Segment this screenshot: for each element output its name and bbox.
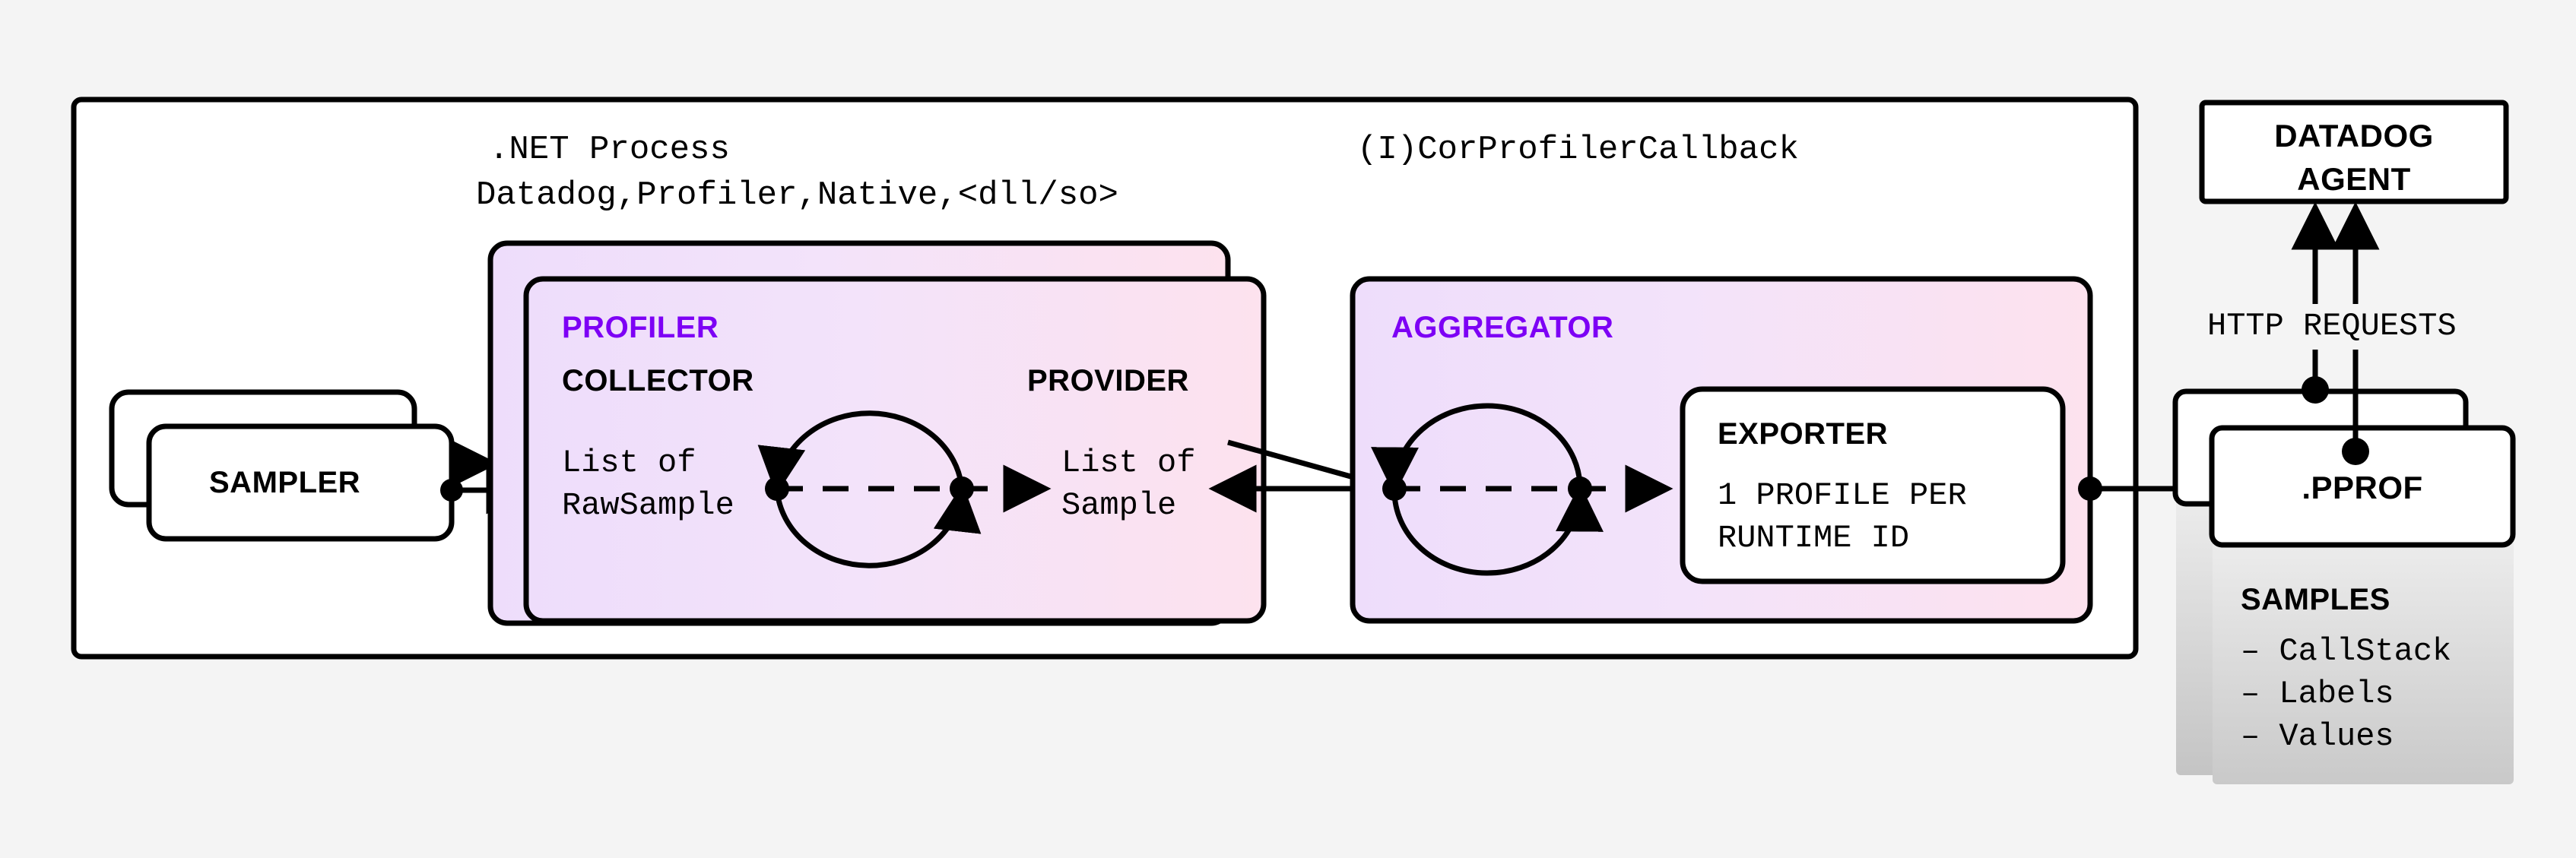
aggregator-title: AGGREGATOR [1391,311,1614,344]
profiler-loop-top-arc [757,410,965,495]
aggregator-in-node-dot [1382,476,1407,501]
collector-node-dot [765,476,789,501]
profiler-title: PROFILER [562,311,719,344]
provider-payload-line1: List of [1061,445,1196,481]
exporter-box[interactable] [1680,386,2066,584]
pprof-box-front [2209,425,2516,548]
samples-item-labels: – Labels [2241,676,2394,712]
sampler-label: SAMPLER [209,466,361,499]
http-request-arrows [2203,201,2523,465]
aggregator-flow [1371,403,1673,576]
pprof-stack[interactable] [2172,388,2516,548]
collector-heading: COLLECTOR [562,364,754,397]
agent-label-line1: DATADOG [2274,118,2434,154]
collector-payload-line1: List of [562,445,696,481]
agent-label-line2: AGENT [2297,161,2411,197]
samples-heading: SAMPLES [2241,583,2390,616]
http-label-backdrop [2203,304,2523,350]
provider-node-dot [950,476,974,501]
collector-payload-line2: RawSample [562,487,734,524]
aggregator-loop-top-arc [1371,403,1583,495]
exporter-detail-line2: RUNTIME ID [1718,520,1910,556]
profiler-panel-stack[interactable] [487,240,1267,626]
exporter-heading: EXPORTER [1718,417,1889,451]
samples-item-callstack: – CallStack [2241,633,2452,670]
provider-heading: PROVIDER [1027,364,1189,397]
sampler-junction-dot [440,479,463,502]
dotnet-module-title: Datadog,Profiler,Native,<dll/so> [476,176,1118,214]
aggregator-loop-bottom-arc [1391,483,1604,576]
dotnet-process-title: .NET Process [489,131,730,169]
samples-item-values: – Values [2241,718,2394,755]
cor-profiler-callback-title: (I)CorProfilerCallback [1357,131,1799,169]
http-origin-dot-back [2302,376,2329,404]
samples-card-front [2213,479,2514,784]
aggregator-out-node-dot [1568,476,1592,501]
exporter-detail-line1: 1 PROFILE PER [1718,477,1967,514]
sampler-stack[interactable] [109,389,455,542]
provider-payload-line2: Sample [1061,487,1177,524]
profiler-loop-bottom-arc [774,483,982,568]
profiler-flow [757,410,1052,568]
http-origin-dot-front [2342,438,2369,465]
datadog-agent-box[interactable] [2199,100,2509,204]
http-requests-label: HTTP REQUESTS [2207,308,2457,344]
pprof-label: .PPROF [2302,470,2423,505]
